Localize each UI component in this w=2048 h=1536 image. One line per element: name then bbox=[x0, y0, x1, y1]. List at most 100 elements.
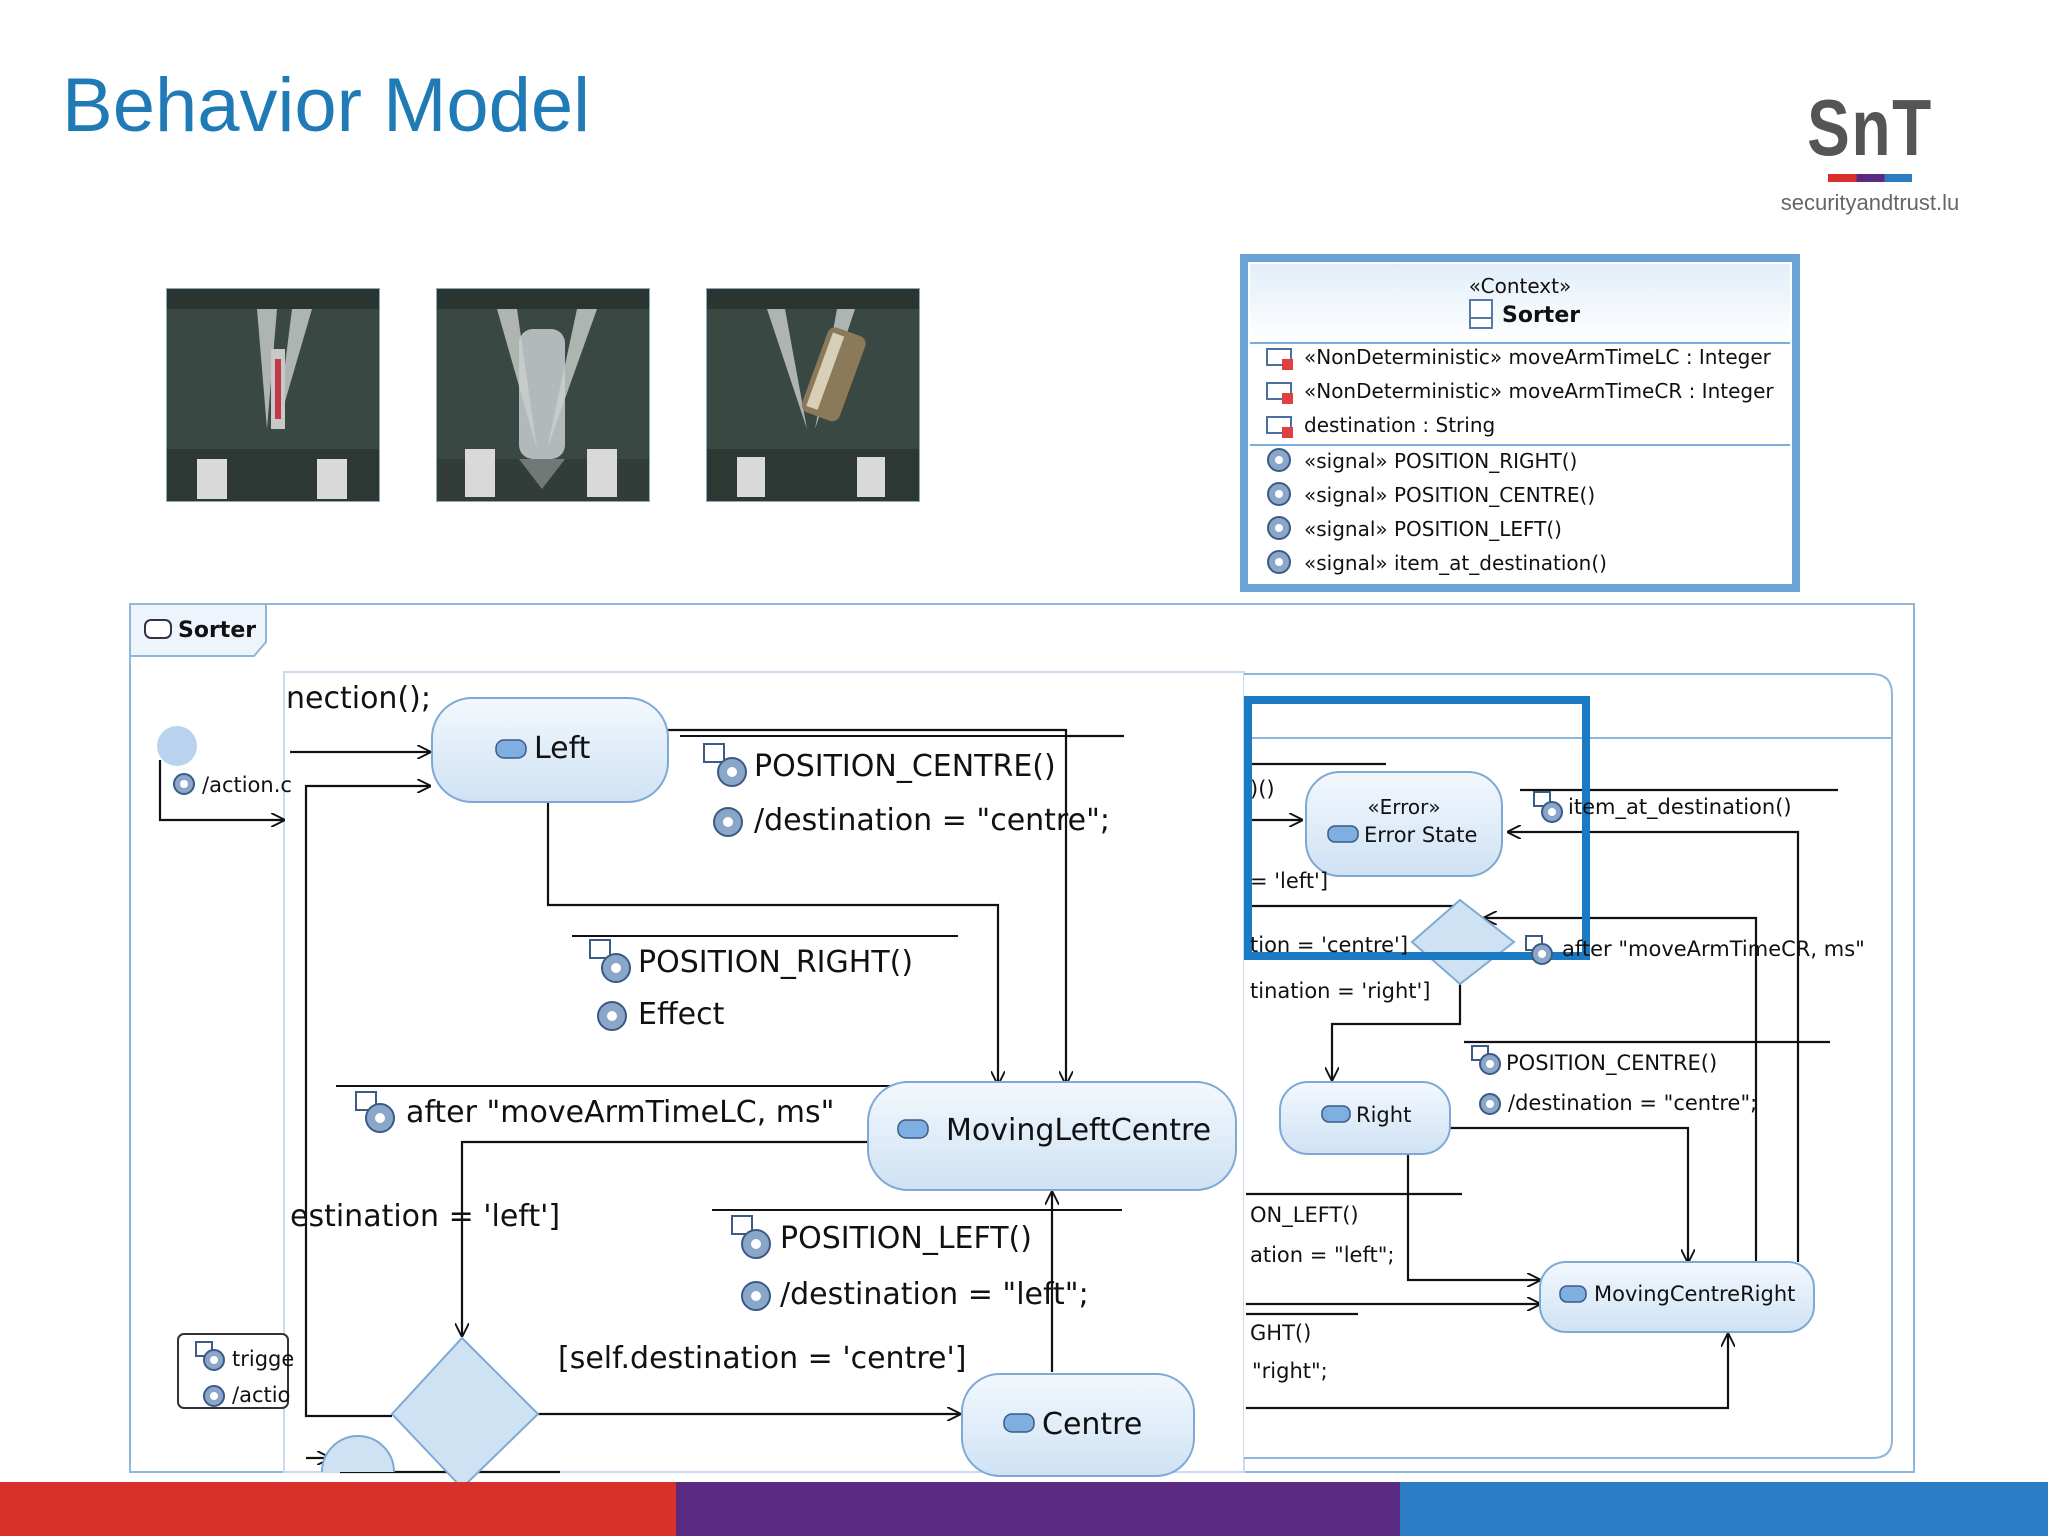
sorter-photo-right bbox=[706, 288, 920, 502]
transitions-left-region bbox=[157, 726, 1124, 1474]
label-position-centre-2: POSITION_CENTRE() bbox=[1506, 1051, 1717, 1076]
attribute-item: destination : String bbox=[1304, 413, 1495, 437]
label-position-left-1: POSITION_LEFT() bbox=[780, 1221, 1032, 1256]
label-action-left: /action.c bbox=[202, 773, 292, 797]
initial-pseudostate bbox=[157, 726, 197, 766]
signal-icon bbox=[1267, 550, 1291, 574]
label-position-centre-1: POSITION_CENTRE() bbox=[754, 749, 1056, 784]
label-trigger: trigge bbox=[232, 1347, 294, 1371]
effect-icon bbox=[597, 1001, 627, 1031]
effect-icon bbox=[173, 773, 195, 795]
transition-underlines bbox=[336, 735, 1122, 1211]
label-destination-centre-1: /destination = "centre"; bbox=[754, 803, 1110, 838]
frame-label: Sorter bbox=[178, 618, 256, 643]
state-icon bbox=[1003, 1413, 1035, 1433]
label-position-right-1: POSITION_RIGHT() bbox=[638, 945, 913, 980]
class-icon bbox=[1469, 299, 1493, 329]
sorter-photo-centre bbox=[436, 288, 650, 502]
context-class-box: «Context» Sorter «NonDeterministic» move… bbox=[1240, 254, 1800, 592]
error-highlight-box bbox=[1244, 696, 1590, 960]
label-destination-centre-2: /destination = "centre"; bbox=[1508, 1091, 1757, 1115]
state-machine-frame: Sorter bbox=[129, 603, 1915, 1473]
trigger-icon bbox=[703, 743, 747, 787]
partial-state-circle bbox=[321, 1435, 395, 1473]
attribute-item: «NonDeterministic» moveArmTimeLC : Integ… bbox=[1304, 345, 1772, 369]
state-label: Centre bbox=[1042, 1407, 1142, 1442]
attribute-icon bbox=[1266, 382, 1293, 404]
state-icon bbox=[495, 739, 527, 759]
trigger-icon bbox=[355, 1091, 395, 1133]
state-label: Error State bbox=[1364, 823, 1477, 847]
sorter-photo-centre-image bbox=[437, 289, 649, 501]
attribute-item: «NonDeterministic» moveArmTimeCR : Integ… bbox=[1304, 379, 1774, 403]
sorter-photo-left-image bbox=[167, 289, 379, 501]
context-stereotype: «Context» bbox=[1469, 274, 1571, 298]
state-icon bbox=[1321, 1105, 1351, 1123]
signal-icon bbox=[1267, 516, 1291, 540]
label-guard-right: tination = 'right'] bbox=[1250, 979, 1431, 1003]
trigger-icon bbox=[731, 1215, 771, 1259]
label-guard-centre: tion = 'centre'] bbox=[1250, 933, 1408, 957]
label-guard-left: = 'left'] bbox=[1250, 869, 1328, 893]
trigger-icon bbox=[195, 1341, 225, 1371]
label-ght: GHT() bbox=[1250, 1321, 1311, 1345]
signal-icon bbox=[1267, 448, 1291, 472]
label-self-destination-centre: [self.destination = 'centre'] bbox=[558, 1341, 966, 1376]
trigger-icon bbox=[1471, 1045, 1501, 1075]
operation-item: «signal» POSITION_LEFT() bbox=[1304, 517, 1562, 541]
label-destination-left-1: /destination = "left"; bbox=[780, 1277, 1089, 1312]
footer-blue-segment bbox=[1400, 1482, 2048, 1536]
footer-purple-segment bbox=[676, 1482, 1400, 1536]
state-error[interactable]: «Error» Error State bbox=[1305, 771, 1503, 877]
state-icon bbox=[1327, 825, 1359, 843]
label-right-val: "right"; bbox=[1252, 1359, 1328, 1383]
state-centre[interactable]: Centre bbox=[961, 1373, 1195, 1477]
state-machine-icon bbox=[144, 619, 172, 639]
logo-text: securityandtrust.lu bbox=[1780, 190, 1960, 215]
label-after-cr: after "moveArmTimeCR, ms" bbox=[1562, 937, 1865, 961]
label-item-at-destination: item_at_destination() bbox=[1568, 795, 1792, 820]
attribute-icon bbox=[1266, 348, 1293, 370]
state-label: Left bbox=[534, 731, 591, 766]
state-moving-centre-right[interactable]: MovingCentreRight bbox=[1539, 1261, 1815, 1333]
label-action-bottom: /actio bbox=[232, 1383, 290, 1407]
trigger-icon bbox=[1533, 791, 1563, 823]
state-label: MovingLeftCentre bbox=[946, 1113, 1211, 1148]
attribute-icon bbox=[1266, 416, 1293, 438]
sorter-photo-right-image bbox=[707, 289, 919, 501]
state-label: MovingCentreRight bbox=[1594, 1282, 1795, 1306]
label-ation-left: ation = "left"; bbox=[1250, 1243, 1394, 1267]
label-connection: nection(); bbox=[286, 681, 431, 716]
context-class-name: Sorter bbox=[1502, 303, 1580, 328]
logo-mark: SnT bbox=[1807, 83, 1933, 172]
label-on-left: ON_LEFT() bbox=[1250, 1203, 1359, 1228]
operation-item: «signal» POSITION_RIGHT() bbox=[1304, 449, 1577, 473]
error-stereotype: «Error» bbox=[1367, 795, 1440, 819]
transitions-right-region bbox=[1246, 762, 1838, 1410]
label-effect: Effect bbox=[638, 997, 725, 1032]
effect-icon bbox=[1479, 1093, 1501, 1115]
signal-icon bbox=[1267, 482, 1291, 506]
state-moving-left-centre[interactable]: MovingLeftCentre bbox=[867, 1081, 1237, 1191]
state-right[interactable]: Right bbox=[1279, 1081, 1451, 1155]
operation-item: «signal» item_at_destination() bbox=[1304, 551, 1607, 575]
effect-icon bbox=[203, 1385, 225, 1407]
decision-right bbox=[1410, 898, 1516, 986]
label-after-lc: after "moveArmTimeLC, ms" bbox=[406, 1095, 834, 1130]
trigger-icon bbox=[589, 939, 631, 983]
effect-icon bbox=[713, 807, 743, 837]
label-destination-left-guard: estination = 'left'] bbox=[290, 1199, 560, 1234]
state-icon bbox=[897, 1119, 929, 1139]
snt-logo: SnT securityandtrust.lu bbox=[1770, 88, 1970, 216]
state-left[interactable]: Left bbox=[431, 697, 669, 803]
operation-item: «signal» POSITION_CENTRE() bbox=[1304, 483, 1595, 507]
state-icon bbox=[1559, 1285, 1587, 1303]
trigger-icon bbox=[1525, 935, 1553, 965]
effect-icon bbox=[741, 1281, 771, 1311]
label-paren: )() bbox=[1250, 777, 1275, 801]
footer-red-segment bbox=[0, 1482, 676, 1536]
logo-color-bar bbox=[1828, 174, 1912, 182]
sorter-photo-left bbox=[166, 288, 380, 502]
state-label: Right bbox=[1356, 1103, 1411, 1127]
